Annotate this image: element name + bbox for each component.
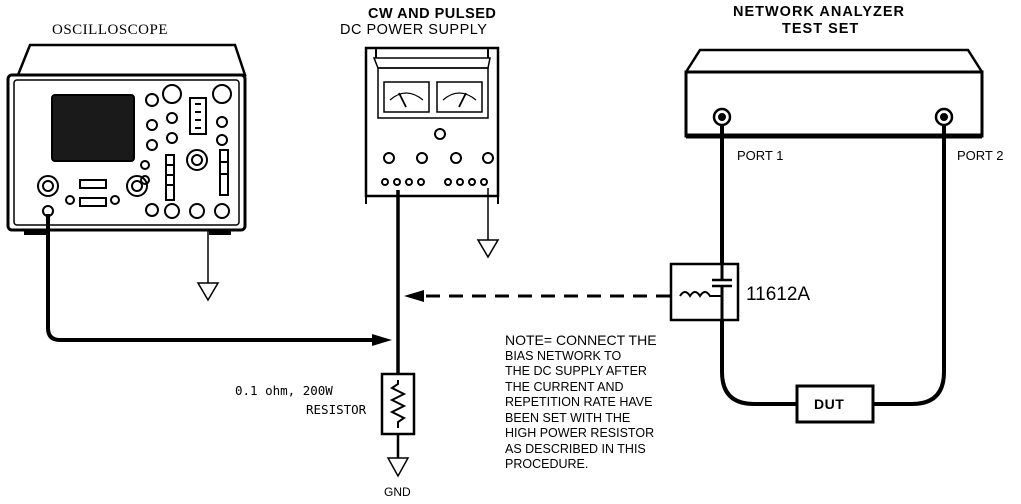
power-supply-device <box>364 46 500 204</box>
note-line: PROCEDURE. <box>505 457 589 471</box>
oscilloscope-screen <box>51 94 135 162</box>
network-analyzer-label-line2: TEST SET <box>782 21 860 37</box>
port2-connector <box>934 107 954 127</box>
port2-cable <box>873 126 946 406</box>
note-line: REPETITION RATE HAVE <box>505 395 653 409</box>
note-line: BEEN SET WITH THE <box>505 410 631 425</box>
gnd-label: GND <box>384 485 411 499</box>
port2-label: PORT 2 <box>957 148 1004 163</box>
power-supply-label-line1: CW AND PULSED <box>368 6 497 22</box>
dut-box <box>795 384 875 424</box>
resistor-value-label: 0.1 ohm, 200W <box>235 383 333 398</box>
scope-probe-arrowhead <box>372 334 392 346</box>
oscilloscope-ground-symbol <box>196 230 220 302</box>
dut-label: DUT <box>814 396 845 412</box>
high-power-resistor <box>380 372 416 436</box>
port1-label: PORT 1 <box>737 148 784 163</box>
procedure-note: NOTE= CONNECT THE BIAS NETWORK TO THE DC… <box>505 332 720 473</box>
network-analyzer-test-set <box>684 48 984 139</box>
note-line: NOTE= CONNECT THE <box>505 332 657 348</box>
resistor-label: RESISTOR <box>306 402 367 417</box>
bias-network-11612a <box>669 262 740 322</box>
resistor-ground-symbol <box>386 457 410 478</box>
note-line: BIAS NETWORK TO <box>505 348 622 363</box>
port1-connector <box>712 107 732 127</box>
oscilloscope-label: OSCILLOSCOPE <box>52 22 169 38</box>
note-line: THE CURRENT AND <box>505 379 624 394</box>
note-line: AS DESCRIBED IN THIS <box>505 441 646 456</box>
note-line: THE DC SUPPLY AFTER <box>505 364 647 378</box>
network-analyzer-label-line1: NETWORK ANALYZER <box>733 4 906 20</box>
power-supply-ground-symbol <box>476 188 500 259</box>
power-supply-label-line2: DC POWER SUPPLY <box>340 22 488 38</box>
bias-network-label: 11612A <box>746 284 811 305</box>
scope-probe-cable <box>46 214 372 342</box>
port1-cable <box>720 126 797 406</box>
note-line: HIGH POWER RESISTOR <box>505 426 655 440</box>
oscilloscope-device <box>6 43 247 235</box>
